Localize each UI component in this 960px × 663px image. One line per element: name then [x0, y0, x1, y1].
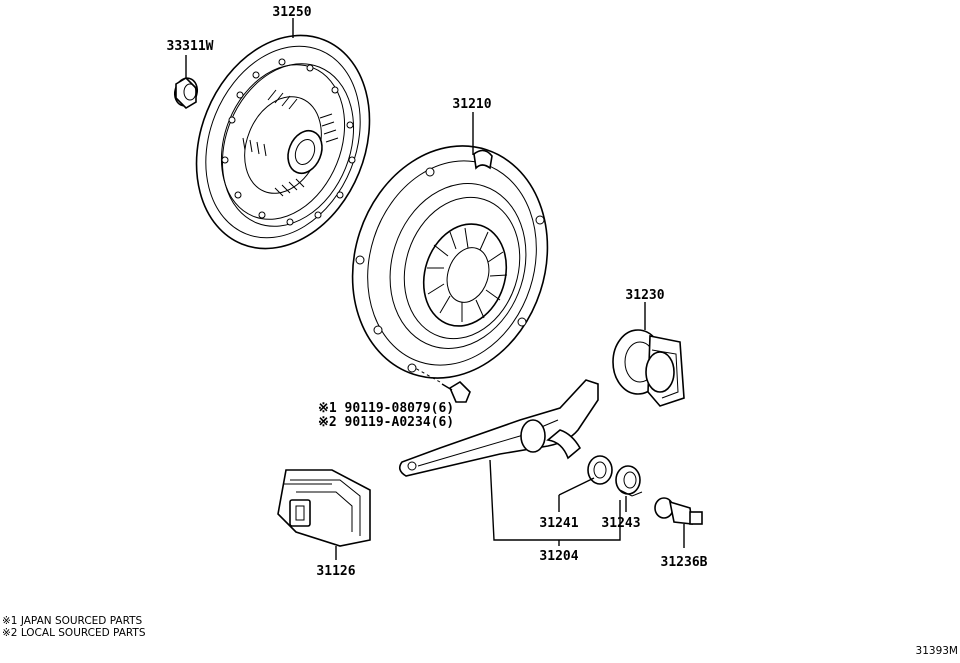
release-fork-drawing[interactable] [398, 379, 599, 477]
part-label-fork-sub-assy: 31204 [539, 549, 578, 564]
fork-support-bush-drawing[interactable] [615, 465, 643, 497]
part-label-fork-bush: 31241 [539, 516, 578, 531]
part-label-pilot-bearing: 33311W [167, 39, 214, 54]
clutch-cover-drawing[interactable] [323, 112, 577, 404]
part-label-bolt-local: ※2 90119-A0234(6) [318, 415, 454, 430]
note-japan-sourced: ※1 JAPAN SOURCED PARTS [2, 615, 143, 627]
part-label-release-bearing: 31230 [625, 288, 664, 303]
fork-support-drawing[interactable] [654, 497, 703, 548]
note-local-sourced: ※2 LOCAL SOURCED PARTS [2, 627, 146, 639]
release-fork-boot-drawing[interactable] [277, 469, 371, 560]
clutch-disc-drawing[interactable] [166, 9, 400, 274]
fork-bush-drawing[interactable] [587, 455, 613, 485]
part-label-fork-support: 31236B [661, 555, 708, 570]
part-label-clutch-disc: 31250 [272, 5, 311, 20]
bolt-drawing[interactable] [414, 367, 471, 403]
pilot-bearing-drawing[interactable] [172, 55, 200, 110]
part-label-fork-support-bush: 31243 [601, 516, 640, 531]
part-label-clutch-cover: 31210 [452, 97, 491, 112]
release-bearing-drawing[interactable] [612, 302, 685, 407]
diagram-id: 31393M [916, 645, 958, 657]
part-label-release-fork-boot: 31126 [316, 564, 355, 579]
part-label-bolt-japan: ※1 90119-08079(6) [318, 401, 454, 416]
